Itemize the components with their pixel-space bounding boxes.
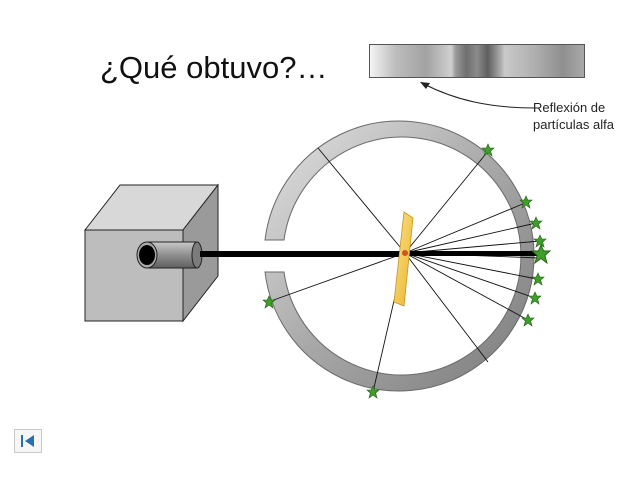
slide-title: ¿Qué obtuvo?…	[100, 50, 328, 85]
skip-back-icon	[21, 435, 34, 447]
annotation-line-2: partículas alfa	[533, 117, 614, 132]
flash-marker	[531, 272, 545, 286]
annotation-arrow	[423, 83, 536, 109]
detector-screen-ring	[264, 120, 535, 392]
previous-slide-button[interactable]	[14, 429, 42, 453]
flash-marker	[262, 295, 276, 309]
flash-marker	[521, 313, 535, 327]
flash-marker	[530, 243, 552, 265]
alpha-beam	[200, 251, 405, 257]
flash-marker	[481, 143, 495, 157]
flash-marker	[519, 195, 533, 209]
flash-marker	[529, 216, 543, 230]
photographic-strip	[369, 44, 585, 78]
reflection-annotation: Reflexión de partículas alfa	[533, 99, 614, 133]
collimator-tube	[136, 241, 203, 269]
flash-marker	[533, 234, 547, 248]
flash-marker	[528, 291, 542, 305]
flash-marker	[366, 385, 380, 399]
annotation-line-1: Reflexión de	[533, 100, 606, 115]
transmitted-beam	[405, 251, 540, 256]
scintillation-flashes	[262, 143, 552, 399]
annotation-arrowhead	[420, 82, 430, 89]
gold-foil	[393, 211, 414, 307]
foil-impact-point	[402, 250, 408, 256]
